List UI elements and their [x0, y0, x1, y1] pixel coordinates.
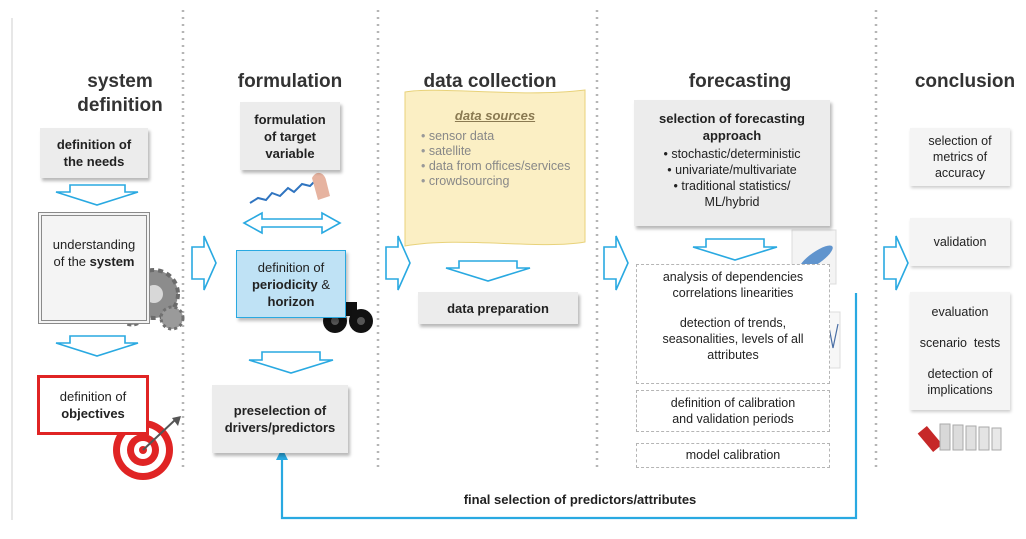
title-line: definition	[77, 95, 163, 116]
double-arrow	[242, 211, 342, 235]
title-line: system	[87, 71, 153, 92]
box-text: seasonalities, levels of all	[662, 332, 804, 346]
list-item: satellite	[429, 144, 575, 159]
title-data-collection: data collection	[423, 71, 557, 92]
title-formulation: formulation	[237, 71, 343, 92]
box-text: definition of	[59, 389, 127, 404]
text-plain: of the	[53, 254, 87, 269]
data-sources-title: data sources	[454, 108, 536, 123]
down-arrow-2	[55, 335, 139, 357]
box-metrics-accuracy: selection of metrics of accuracy	[910, 128, 1010, 186]
text-bold: periodicity	[251, 276, 318, 292]
box-preselection-drivers: preselection of drivers/predictors	[212, 385, 348, 453]
box-text: of target	[264, 128, 316, 144]
box-text: horizon	[267, 293, 315, 309]
right-arrow-2	[385, 235, 411, 291]
box-text: drivers/predictors	[224, 420, 336, 435]
box-text: definition of calibration	[670, 396, 796, 410]
right-arrow-3	[603, 235, 629, 291]
forecasting-approach-list: • stochastic/deterministic • univariate/…	[663, 146, 800, 210]
box-text: detection of	[927, 367, 993, 382]
target-icon	[113, 416, 181, 480]
right-arrow-4	[883, 235, 909, 291]
box-analysis-detection: analysis of dependencies correlations li…	[636, 264, 830, 384]
box-text: approach	[702, 128, 762, 143]
box-definition-of-needs: definition of the needs	[40, 128, 148, 178]
feedback-arrowhead	[276, 448, 288, 460]
down-arrow-4	[445, 260, 531, 282]
box-definition-of-objectives: definition of objectives	[37, 375, 149, 435]
box-text: metrics of	[932, 150, 988, 164]
box-text: detection of trends,	[679, 316, 787, 330]
box-text: variable	[265, 145, 315, 161]
trend-chart-icon	[249, 172, 330, 204]
box-text: analysis of dependencies	[662, 270, 804, 284]
box-text: periodicity &	[252, 276, 330, 293]
list-item: • traditional statistics/	[673, 179, 791, 193]
box-validation: validation	[910, 218, 1010, 266]
box-text: accuracy	[934, 166, 986, 180]
feedback-label: final selection of predictors/attributes	[463, 492, 697, 507]
title-forecasting: forecasting	[688, 71, 792, 92]
box-evaluation-group: evaluation scenario tests detection of i…	[910, 292, 1010, 410]
box-text: correlations linearities	[672, 286, 794, 300]
down-arrow-3	[248, 351, 334, 374]
box-text: formulation	[254, 111, 326, 127]
title-system-definition: system definition	[55, 70, 185, 118]
box-text: scenario tests	[919, 335, 1001, 350]
box-text: definition of	[56, 137, 132, 152]
data-sources-panel: data sources sensor data satellite data …	[415, 108, 575, 189]
right-arrow-1	[191, 235, 217, 291]
list-item: ML/hybrid	[704, 195, 760, 209]
box-data-preparation: data preparation	[418, 292, 578, 324]
box-text: selection of	[928, 134, 992, 148]
box-formulation-target-variable: formulation of target variable	[240, 102, 340, 170]
box-text: attributes	[707, 348, 759, 362]
list-item: data from offices/services	[429, 159, 575, 174]
down-arrow-1	[55, 184, 139, 206]
box-calibration-periods: definition of calibration and validation…	[636, 390, 830, 432]
box-text: and validation periods	[672, 412, 794, 426]
data-sources-list: sensor data satellite data from offices/…	[415, 129, 575, 189]
box-text: definition of	[257, 259, 325, 275]
box-model-calibration: model calibration	[636, 443, 830, 468]
list-item: sensor data	[429, 129, 575, 144]
box-text: selection of forecasting	[659, 111, 805, 126]
box-text: understanding	[52, 237, 136, 252]
title-conclusion: conclusion	[914, 71, 1016, 92]
text-bold: system	[89, 254, 135, 269]
box-text: preselection of	[233, 403, 327, 418]
down-arrow-5	[692, 238, 778, 261]
box-text: of the system	[54, 253, 135, 270]
box-text: evaluation	[931, 304, 989, 319]
box-understanding-system: understanding of the system	[38, 212, 150, 324]
list-item: crowdsourcing	[429, 174, 575, 189]
list-item: • stochastic/deterministic	[663, 147, 801, 161]
box-text: implications	[927, 383, 993, 398]
dominoes-icon	[917, 423, 1002, 453]
box-text: objectives	[61, 406, 125, 421]
box-text: the needs	[63, 154, 125, 169]
list-item: • univariate/multivariate	[667, 163, 797, 177]
box-forecasting-approach: selection of forecasting approach • stoc…	[634, 100, 830, 226]
box-text-group: detection of implications	[927, 366, 992, 398]
box-periodicity-horizon: definition of periodicity & horizon	[236, 250, 346, 318]
text-plain: &	[317, 276, 331, 292]
feedback-line	[280, 293, 858, 520]
